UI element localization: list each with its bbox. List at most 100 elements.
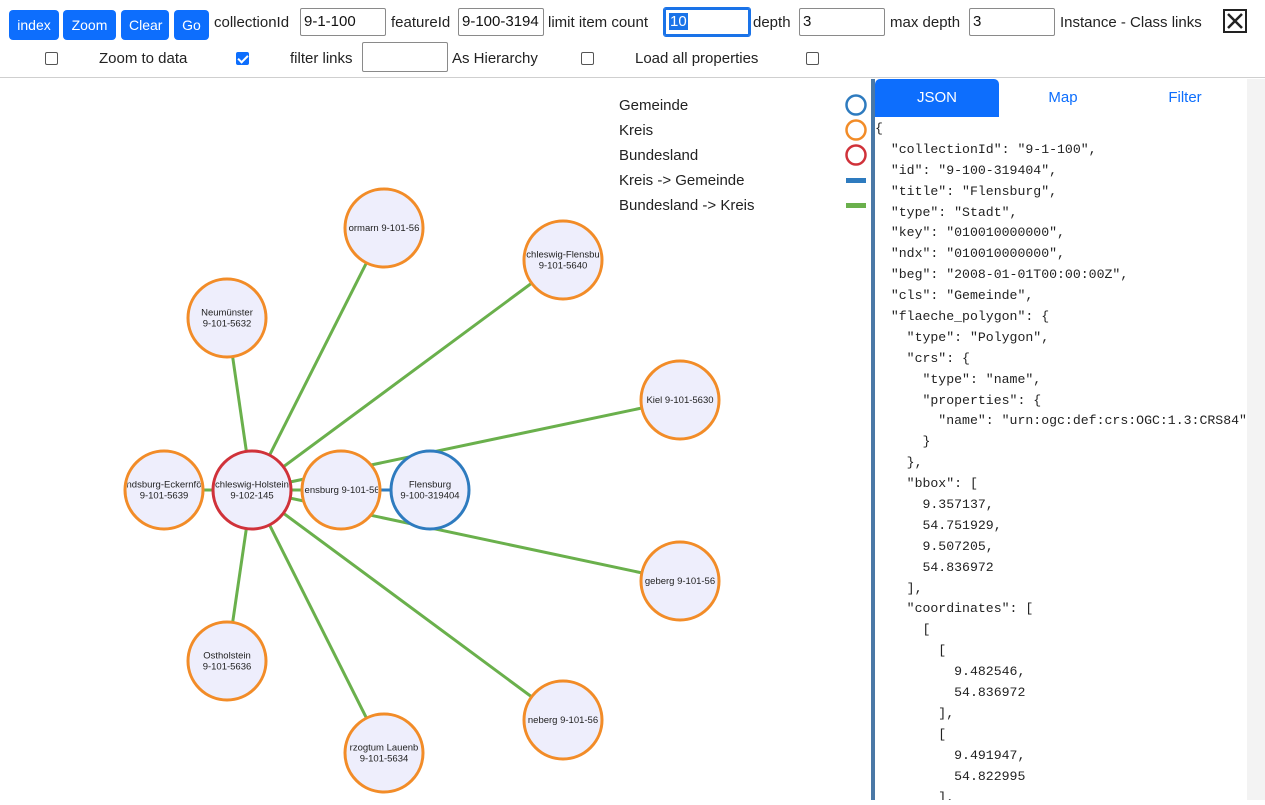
json-line: ], (875, 580, 923, 596)
legend-label: Bundesland (619, 147, 698, 164)
close-icon (1227, 13, 1243, 29)
zoom-to-data-left-checkbox[interactable] (45, 52, 58, 65)
graph-node-label: rzogtum Lauenb (350, 743, 419, 754)
graph-node-st[interactable]: ormarn 9-101-56 (343, 187, 425, 269)
graph-node-label: 9-101-5634 (360, 754, 409, 765)
graph-node-circle[interactable] (343, 712, 425, 794)
graph-node-label: chleswig-Flensbu (526, 250, 599, 261)
zoom-to-data-checkbox[interactable] (236, 52, 249, 65)
filter-links-input[interactable] (362, 42, 448, 72)
graph-node-ki[interactable]: Kiel 9-101-5630 (639, 359, 721, 441)
filter-links-label: filter links (290, 50, 353, 67)
instance-class-links-toggle[interactable] (1223, 9, 1247, 33)
zoom-button[interactable]: Zoom (63, 10, 116, 40)
graph-node-circle[interactable] (211, 449, 293, 531)
graph-node-se[interactable]: geberg 9-101-56 (639, 540, 721, 622)
graph-node-label: ormarn 9-101-56 (349, 223, 420, 234)
legend-item: Kreis (619, 119, 867, 141)
json-line: 9.491947, (875, 747, 1026, 763)
graph-link-sh-st (250, 227, 386, 491)
json-line: "bbox": [ (875, 476, 978, 492)
legend-circle-icon (845, 144, 867, 166)
graph-node-circle[interactable] (123, 449, 205, 531)
index-button[interactable]: index (9, 10, 59, 40)
collection-id-label: collectionId (214, 14, 290, 31)
legend-item: Kreis -> Gemeinde (619, 172, 866, 189)
depth-input[interactable]: 3 (799, 8, 885, 36)
feature-id-input[interactable]: 9-100-3194 (458, 8, 544, 36)
json-view[interactable]: { "collectionId": "9-1-100", "id": "9-10… (875, 119, 1247, 800)
graph-node-circle[interactable] (639, 540, 721, 622)
graph-node-fk[interactable]: lensburg 9-101-56 (300, 449, 382, 531)
graph-node-circle[interactable] (389, 449, 471, 531)
graph-node-circle[interactable] (522, 679, 604, 761)
graph-node-label: 9-101-5640 (539, 261, 588, 272)
legend-item: Bundesland (619, 144, 867, 166)
graph-node-label: 9-102-145 (230, 491, 273, 502)
json-line: }, (875, 455, 923, 471)
graph-link-sh-hl (250, 489, 386, 754)
panel-scrollbar[interactable] (1247, 79, 1265, 800)
clear-button[interactable]: Clear (121, 10, 169, 40)
json-line: 9.507205, (875, 538, 994, 554)
json-line: "flaeche_polygon": { (875, 309, 1050, 325)
collection-id-input[interactable]: 9-1-100 (300, 8, 386, 36)
go-button[interactable]: Go (174, 10, 209, 40)
json-line: [ (875, 622, 931, 638)
panel-splitter[interactable] (871, 79, 875, 800)
json-line: "type": "Polygon", (875, 329, 1050, 345)
json-line: 9.482546, (875, 664, 1026, 680)
graph-node-label: 9-101-5639 (140, 491, 189, 502)
graph-node-circle[interactable] (186, 277, 268, 359)
json-line: "crs": { (875, 350, 970, 366)
graph-node-circle[interactable] (300, 449, 382, 531)
graph-node-label: Neumünster (201, 308, 253, 319)
graph-node-pi[interactable]: neberg 9-101-56 (522, 679, 604, 761)
graph-node-label: ndsburg-Eckernfö (127, 480, 202, 491)
graph-node-label: 9-100-319404 (400, 491, 459, 502)
feature-id-value: 9-100-3194 (462, 13, 539, 30)
graph-node-label: 9-101-5632 (203, 319, 252, 330)
limit-input[interactable]: 10 (663, 7, 751, 37)
tab-json[interactable]: JSON (875, 79, 999, 117)
tab-map[interactable]: Map (1048, 89, 1078, 106)
limit-value: 10 (669, 13, 688, 30)
instance-class-links-label: Instance - Class links (1060, 14, 1202, 31)
zoom-to-data-label: Zoom to data (99, 50, 188, 67)
json-line: "key": "010010000000", (875, 225, 1065, 241)
graph-node-circle[interactable] (522, 219, 604, 301)
json-line: "coordinates": [ (875, 601, 1034, 617)
json-line: ], (875, 789, 955, 801)
graph-node-label: 9-101-5636 (203, 662, 252, 673)
legend-item: Bundesland -> Kreis (619, 197, 866, 214)
graph-link-sh-sf (251, 258, 564, 492)
max-depth-input[interactable]: 3 (969, 8, 1055, 36)
graph-link-sh-pi (251, 488, 564, 722)
graph-node-circle[interactable] (343, 187, 425, 269)
limit-label: limit item count (548, 14, 649, 31)
max-depth-label: max depth (890, 14, 961, 31)
as-hierarchy-checkbox[interactable] (581, 52, 594, 65)
json-line: "collectionId": "9-1-100", (875, 141, 1097, 157)
load-all-properties-checkbox[interactable] (806, 52, 819, 65)
json-line: 54.836972 (875, 685, 1026, 701)
legend-label: Bundesland -> Kreis (619, 197, 755, 214)
legend-circle-icon (845, 119, 867, 141)
graph-node-label: chleswig-Holstein (215, 480, 289, 491)
legend-label: Kreis -> Gemeinde (619, 172, 744, 189)
tab-filter[interactable]: Filter (1168, 89, 1202, 106)
json-line: "type": "Stadt", (875, 204, 1018, 220)
graph-node-circle[interactable] (186, 620, 268, 702)
graph-node-circle[interactable] (639, 359, 721, 441)
